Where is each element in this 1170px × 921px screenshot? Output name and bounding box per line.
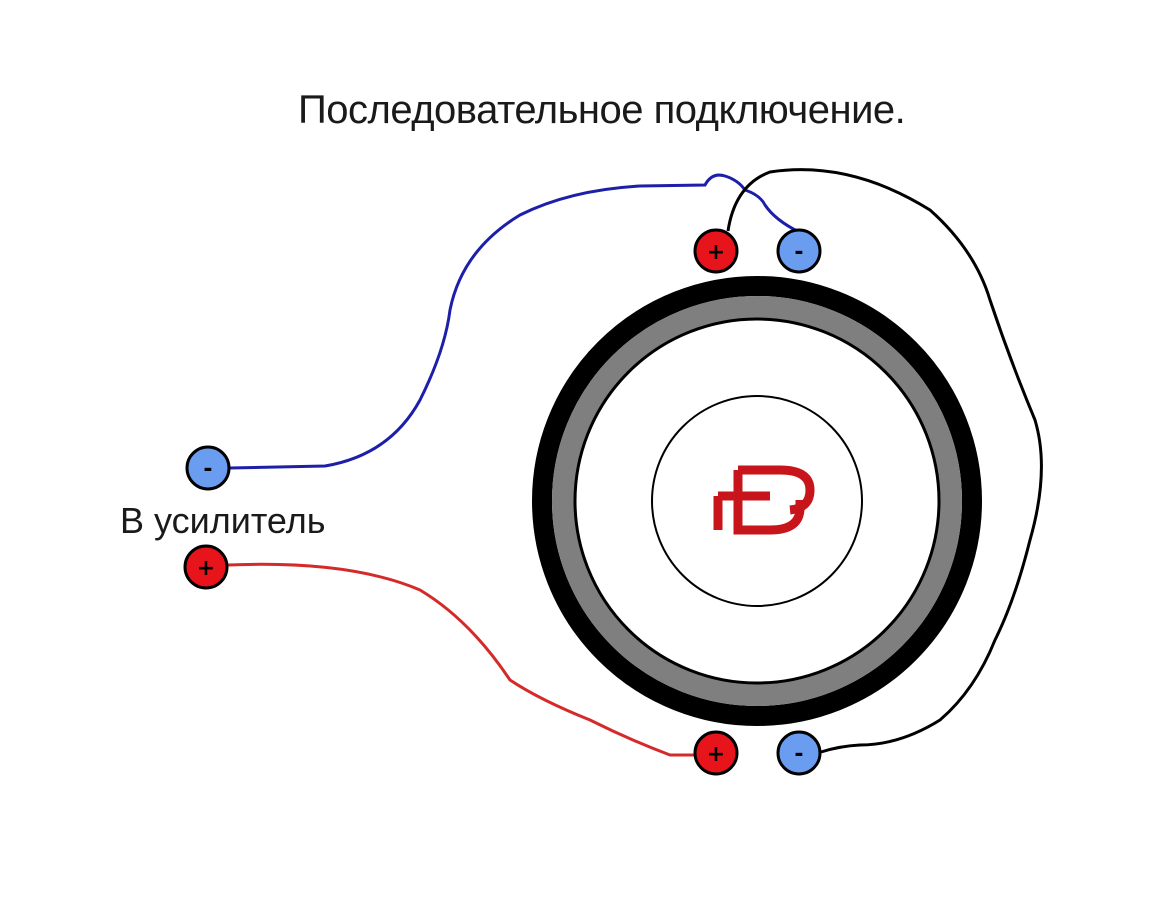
red-wire	[227, 562, 694, 757]
top-plus-terminal: +	[693, 228, 739, 274]
minus-icon: -	[203, 457, 212, 482]
minus-icon: -	[794, 742, 803, 767]
amplifier-label: В усилитель	[120, 500, 326, 541]
plus-icon: +	[707, 240, 725, 265]
speaker-cone-edge	[573, 317, 941, 685]
speaker-dust-cap	[651, 395, 863, 607]
plus-icon: +	[197, 556, 215, 581]
blue-wire	[229, 173, 800, 470]
black-series-wire	[726, 168, 1043, 754]
diagram-title: Последовательное подключение.	[298, 88, 906, 132]
bottom-minus-terminal: -	[776, 730, 822, 776]
speaker-surround	[552, 296, 962, 706]
minus-icon: -	[794, 240, 803, 265]
logo-icon	[713, 465, 815, 535]
plus-icon: +	[707, 742, 725, 767]
amp-minus-terminal: -	[185, 445, 231, 491]
top-minus-terminal: -	[776, 228, 822, 274]
speaker	[532, 276, 982, 726]
amp-plus-terminal: +	[183, 544, 229, 590]
speaker-outer-rim	[532, 276, 982, 726]
bottom-plus-terminal: +	[693, 730, 739, 776]
